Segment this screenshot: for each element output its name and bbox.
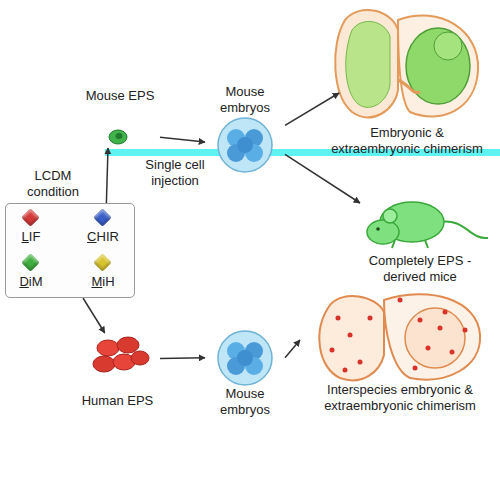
legend-label: DiM [6, 274, 56, 290]
legend-label: CHIR [78, 229, 128, 245]
human-cell-dot [330, 348, 335, 353]
amnion [384, 294, 480, 379]
human-cell-dot [443, 310, 448, 315]
cell-node: Mouse EPS [80, 88, 160, 148]
mouse-legs [392, 240, 428, 248]
human-eps-cell [131, 351, 149, 365]
eps-cell [109, 130, 127, 144]
legend-item: DiM [6, 254, 56, 294]
cell-nucleus [116, 133, 123, 139]
human-cell-dot [413, 366, 418, 371]
human-eps-cell [117, 337, 139, 353]
condition-box: LCDM conditionLIFCHIRDiMMiH [5, 203, 135, 298]
legend-item: CHIR [78, 209, 128, 249]
arrow-connector [160, 357, 205, 359]
node-label: Embryonic & extraembryonic chimerism [327, 125, 487, 157]
legend-label: MiH [78, 274, 128, 290]
arrow-connector [160, 137, 205, 142]
amnion [398, 16, 478, 117]
embryo-node: Mouse embryos [205, 84, 285, 172]
edge-label: Single cell injection [140, 157, 210, 189]
node-label: Mouse embryos [215, 386, 275, 418]
fetus [405, 308, 465, 368]
fetus-head [434, 32, 462, 60]
legend-swatch [21, 253, 39, 271]
node-label: Completely EPS -derived mice [355, 253, 485, 285]
legend-item: LIF [6, 209, 56, 249]
node-label: Mouse EPS [80, 88, 160, 104]
yolk-sac [335, 10, 398, 117]
chimeric-tissue [346, 21, 390, 107]
human-cell-dot [418, 318, 423, 323]
legend-item: MiH [78, 254, 128, 294]
legend-label: LIF [6, 229, 56, 245]
arrow-connector [83, 298, 105, 333]
legend-swatch [93, 208, 111, 226]
umbilical-cord [398, 80, 420, 93]
yolk-sac [319, 296, 384, 380]
human-cell-dot [343, 368, 348, 373]
node-label: Interspecies embryonic & extraembryonic … [300, 382, 500, 414]
cell-node: Human EPS [75, 333, 160, 413]
human-cell-dot [348, 333, 353, 338]
human-cell-dot [358, 360, 363, 365]
embryo-shell [218, 331, 272, 385]
human-cell-dot [426, 346, 431, 351]
chimera-node: Interspecies embryonic & extraembryonic … [300, 290, 500, 415]
human-cell-dot [463, 328, 468, 333]
embryo-cell [237, 137, 253, 153]
node-label: LCDM condition [18, 168, 88, 200]
arrow-connector [285, 340, 300, 358]
node-label: Mouse embryos [215, 84, 275, 116]
legend-swatch [21, 208, 39, 226]
human-cell-dot [450, 350, 455, 355]
embryo-shell [218, 118, 272, 172]
legend-swatch [93, 253, 111, 271]
arrow-connector [285, 154, 360, 203]
human-eps-cell [93, 356, 115, 372]
mouse-eye [376, 227, 380, 231]
human-eps-cell [97, 340, 119, 356]
human-cell-dot [336, 316, 341, 321]
human-cell-dot [368, 316, 373, 321]
node-label: Human EPS [75, 393, 160, 409]
embryo-cell [237, 350, 253, 366]
human-cell-dot [398, 298, 403, 303]
embryo-node: Mouse embryos [205, 328, 285, 413]
mouse-tail [440, 222, 488, 239]
chimera-node: Embryonic & extraembryonic chimerism [315, 0, 500, 155]
arrow-connector [285, 93, 339, 125]
mouse-ear [383, 209, 397, 223]
human-cell-dots [330, 298, 468, 373]
human-cell-dot [438, 326, 443, 331]
mouse-node: Completely EPS -derived mice [345, 175, 495, 287]
arrow-connector [106, 148, 108, 203]
